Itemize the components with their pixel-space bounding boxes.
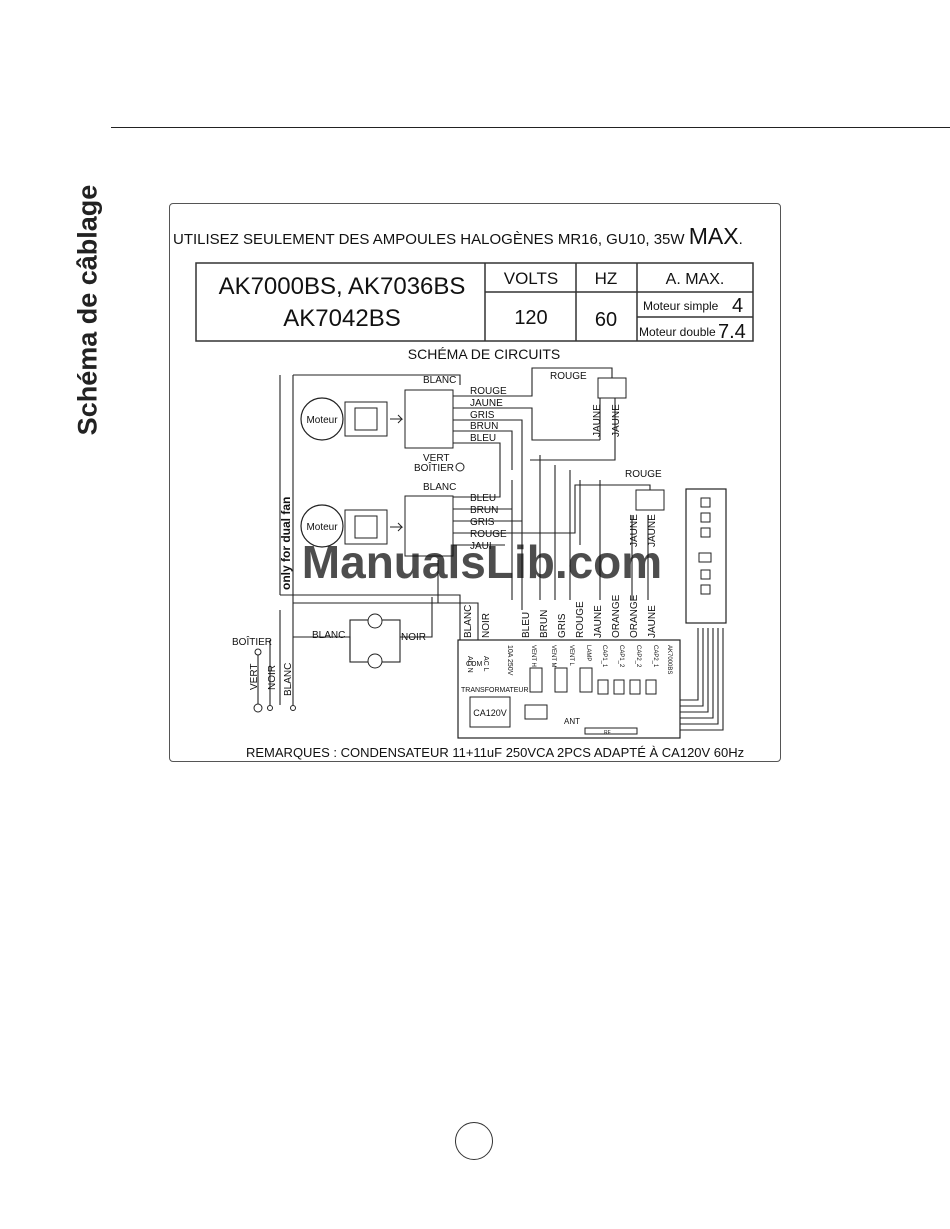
model-names-line1: AK7000BS, AK7036BS xyxy=(219,273,466,300)
board-cap2-1-label: CAP2_1 xyxy=(652,645,658,668)
dual-motor-value: 7.4 xyxy=(718,321,746,343)
board-wire-rouge-label: ROUGE xyxy=(575,601,586,638)
motor-1-label: Moteur xyxy=(306,415,338,426)
board-fuse-label: 10A 250V xyxy=(506,645,513,676)
page-number-circle xyxy=(455,1122,493,1160)
motor-1-rouge-label: ROUGE xyxy=(470,386,507,397)
board-lamp-label: LAMP xyxy=(585,645,591,661)
motor-2-bleu-label: BLEU xyxy=(470,493,496,504)
board-vent-m-label: VENT M xyxy=(550,645,556,668)
model-names-line2: AK7042BS xyxy=(283,305,400,332)
cap-2-rouge-label: ROUGE xyxy=(625,469,662,480)
lamp-2-icon xyxy=(367,653,383,669)
board-vent-l-label: VENT L xyxy=(568,645,574,667)
board-cap1-1-label: CAP1_1 xyxy=(601,645,607,668)
motor-1-jaune-label: JAUNE xyxy=(470,398,503,409)
capacitor-1 xyxy=(597,377,627,399)
cap-1-jaune-1-label: JAUNE xyxy=(592,404,603,437)
motor-1-boitier-label: BOÎTIER xyxy=(414,461,454,474)
board-wire-bleu-label: BLEU xyxy=(521,612,532,638)
motor-1-bleu-label: BLEU xyxy=(470,433,496,444)
board-antenna-label: ANT xyxy=(564,717,580,726)
motor-1-gris-label: GRIS xyxy=(470,410,495,421)
input-terminal-black xyxy=(267,705,273,711)
lamp-blanc-label: BLANC xyxy=(312,630,345,641)
motor-1-brun-label: BRUN xyxy=(470,421,498,432)
dual-fan-note: only for dual fan xyxy=(279,497,293,590)
input-boitier-label: BOÎTIER xyxy=(232,635,272,648)
motor-2-jaune-label: JAUI xyxy=(470,541,492,552)
board-model-label: AK7000BS xyxy=(666,645,672,674)
board-vent-h-label: VENT H xyxy=(530,645,536,667)
board-wire-jaune-1-label: JAUNE xyxy=(593,605,604,638)
board-ac-l-label: AC L xyxy=(482,656,489,672)
motor-1-blanc-label: BLANC xyxy=(423,375,456,386)
input-vert-label: VERT xyxy=(249,664,260,691)
board-rf-label: RF xyxy=(604,730,611,736)
input-terminal-white xyxy=(290,705,296,711)
input-blanc-label: BLANC xyxy=(283,663,294,696)
wall-control-panel xyxy=(685,488,727,624)
board-wire-brun-label: BRUN xyxy=(539,610,550,638)
remarks-text: REMARQUES : CONDENSATEUR 11+11uF 250VCA … xyxy=(246,745,744,760)
board-com-label: COM xyxy=(466,661,483,668)
board-cap2-2-label: CAP2_2 xyxy=(635,645,641,668)
board-ac-n-label: AC N xyxy=(466,656,473,673)
board-wire-orange-1-label: ORANGE xyxy=(611,594,622,638)
cap-2-jaune-2-label: JAUNE xyxy=(647,514,658,547)
motor-2-label: Moteur xyxy=(306,522,338,533)
amax-header: A. MAX. xyxy=(666,271,725,288)
ground-terminal-icon xyxy=(253,703,263,713)
watermark-text: ManualsLib.com xyxy=(302,536,662,588)
ground-icon xyxy=(455,462,465,472)
circuit-title: SCHÉMA DE CIRCUITS xyxy=(408,346,560,362)
board-ca120v-label: CA120V xyxy=(473,708,507,718)
motor-2-blanc-label: BLANC xyxy=(423,482,456,493)
motor-2-gris-label: GRIS xyxy=(470,517,495,528)
volts-header: VOLTS xyxy=(504,269,558,288)
motor-2-rouge-label: ROUGE xyxy=(470,529,507,540)
board-wire-blanc-label: BLANC xyxy=(463,605,474,638)
wiring-diagram-frame xyxy=(169,203,781,762)
cap-2-jaune-1-label: JAUNE xyxy=(629,514,640,547)
lamp-1-icon xyxy=(367,613,383,629)
input-terminal-green xyxy=(254,648,262,656)
single-motor-value: 4 xyxy=(732,295,743,317)
capacitor-2 xyxy=(635,489,665,511)
cap-1-jaune-2-label: JAUNE xyxy=(611,404,622,437)
single-motor-label: Moteur simple xyxy=(643,299,719,313)
motor-2-brun-label: BRUN xyxy=(470,505,498,516)
board-wire-orange-2-label: ORANGE xyxy=(629,594,640,638)
lamp-noir-label: NOIR xyxy=(401,632,426,643)
hz-header: HZ xyxy=(595,269,618,288)
control-board xyxy=(457,639,681,739)
board-wire-noir-label: NOIR xyxy=(481,613,492,638)
cap-1-rouge-label: ROUGE xyxy=(550,371,587,382)
top-rule xyxy=(111,127,950,128)
dual-motor-label: Moteur double xyxy=(639,325,716,339)
spec-table xyxy=(195,262,754,342)
input-noir-label: NOIR xyxy=(267,665,278,690)
motor-2: Moteur xyxy=(300,495,454,557)
motor-1: Moteur xyxy=(300,389,454,449)
board-wire-gris-label: GRIS xyxy=(557,613,568,638)
motor-1-vert-label: VERT xyxy=(423,453,450,464)
board-wire-jaune-2-label: JAUNE xyxy=(647,605,658,638)
board-transformer-label: TRANSFORMATEUR xyxy=(461,687,529,694)
hz-value: 60 xyxy=(595,309,617,331)
board-cap1-2-label: CAP1_2 xyxy=(618,645,624,668)
volts-value: 120 xyxy=(514,307,547,329)
instruction-text: UTILISEZ SEULEMENT DES AMPOULES HALOGÈNE… xyxy=(173,223,743,249)
